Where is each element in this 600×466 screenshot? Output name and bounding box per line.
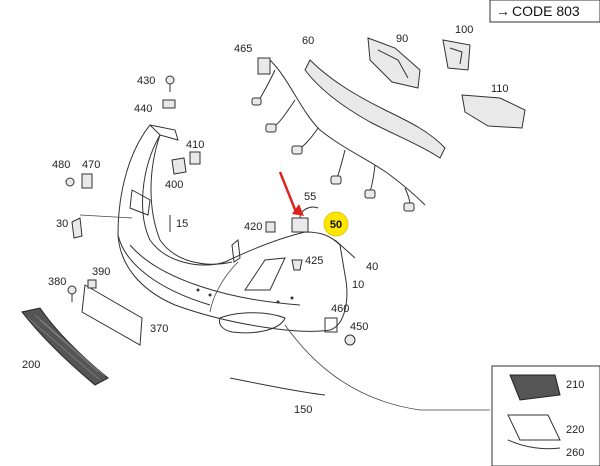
label-30: 30 [56,218,68,230]
label-50: 50 [330,219,342,231]
bracket-90 [367,37,421,89]
label-55: 55 [304,191,316,203]
label-100: 100 [455,24,473,36]
inset-box [491,365,600,466]
support-beam [304,59,446,159]
grille-200 [21,307,109,386]
label-150: 150 [294,404,312,416]
label-220: 220 [566,424,584,436]
bracket-100 [442,39,471,71]
label-470: 470 [82,159,100,171]
label-460: 460 [331,303,349,315]
label-260: 260 [566,447,584,459]
small-parts [65,75,356,346]
absorber-110 [461,94,526,129]
highlight-50: 50 [323,211,349,237]
label-60: 60 [302,35,314,47]
connector-465 [257,57,271,75]
red-arrow [278,171,304,216]
plate-370 [81,284,143,346]
label-200: 200 [22,359,40,371]
label-370: 370 [150,323,168,335]
label-110: 110 [491,83,509,95]
label-90: 90 [396,33,408,45]
label-40: 40 [366,261,378,273]
label-10: 10 [352,279,364,291]
label-15: 15 [176,218,188,230]
label-425: 425 [305,255,323,267]
labels: 10 15 30 40 55 60 90 100 110 150 200 210… [22,24,584,459]
code-arrow: → [496,3,510,19]
label-440: 440 [134,103,152,115]
code-label: CODE 803 [512,3,580,19]
label-420: 420 [244,221,262,233]
label-210: 210 [566,379,584,391]
label-465: 465 [234,43,252,55]
label-390: 390 [92,266,110,278]
code-box: → CODE 803 [489,0,600,23]
label-400: 400 [165,179,183,191]
molding-150 [229,377,326,396]
label-410: 410 [186,139,204,151]
label-430: 430 [137,75,155,87]
label-480: 480 [52,159,70,171]
bumper-cover [117,124,348,334]
label-450: 450 [350,321,368,333]
label-380: 380 [48,276,66,288]
wiring-harness [251,59,426,212]
